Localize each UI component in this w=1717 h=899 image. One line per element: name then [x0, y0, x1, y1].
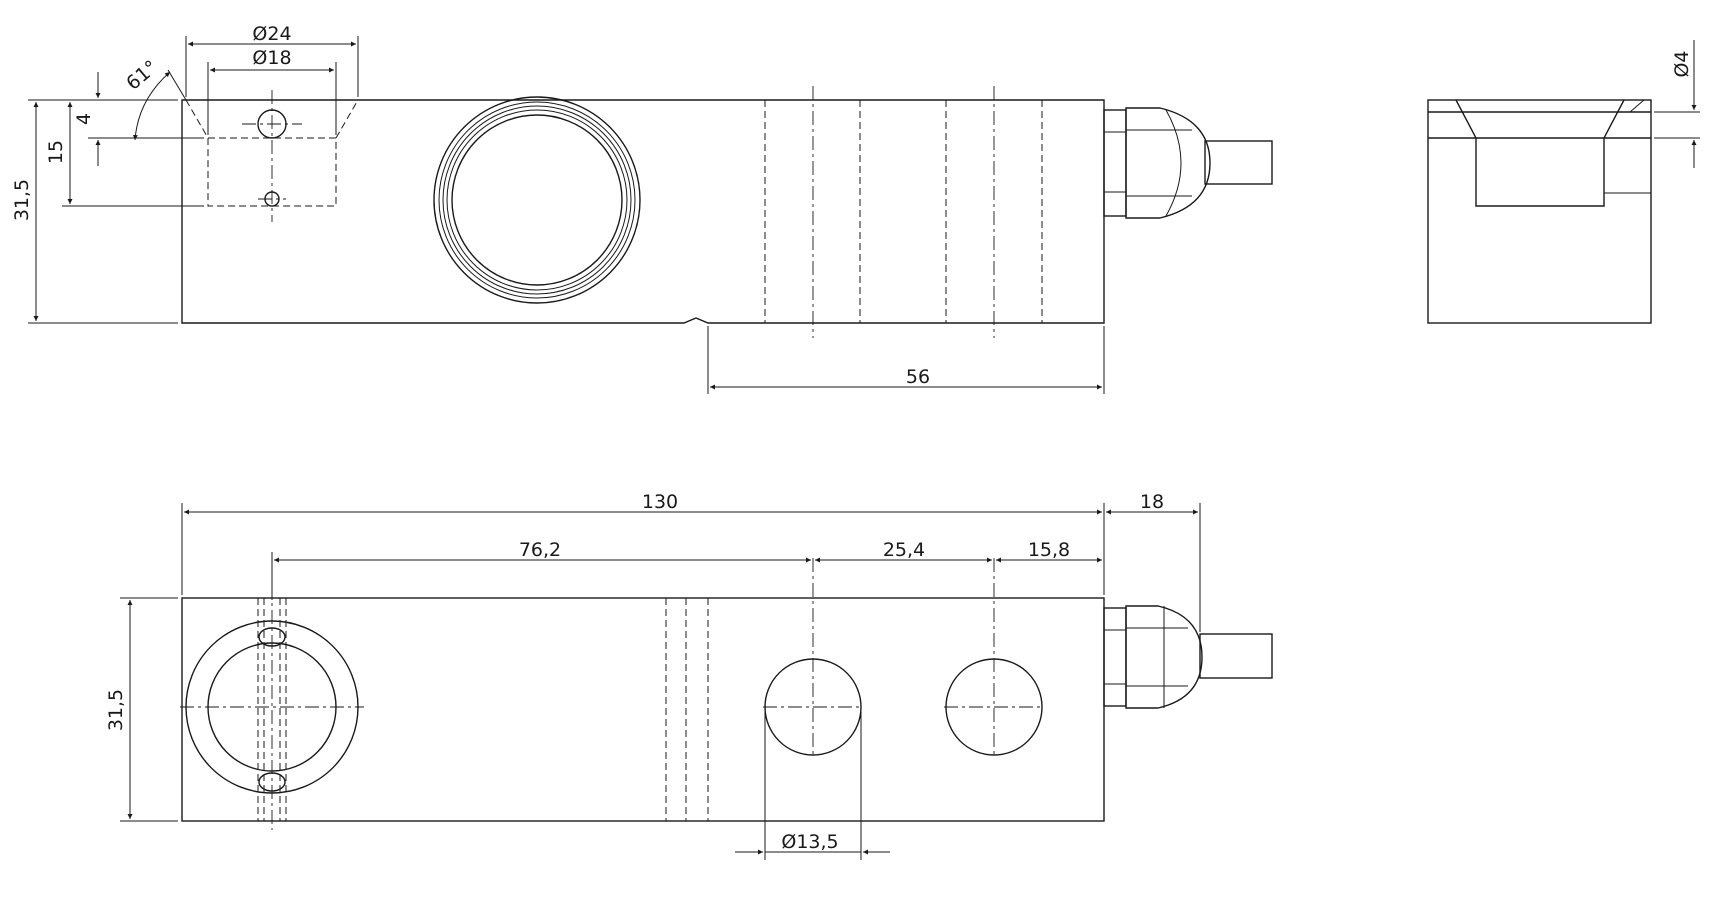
- top-mount-hole-2: [944, 558, 1044, 756]
- front-cable-gland: [1103, 107, 1273, 219]
- dim-d31-5-front-label: 31,5: [11, 179, 33, 221]
- side-body-outline: [1427, 99, 1652, 324]
- top-mount-hole-1: [763, 558, 863, 756]
- gauge-pocket: [433, 96, 641, 304]
- dim-d56-label: 56: [906, 366, 930, 388]
- diameter-symbol: Ø: [781, 831, 796, 853]
- svg-text:Ø18: Ø18: [252, 47, 291, 69]
- top-left-hole: [180, 560, 364, 830]
- front-mount-holes-hidden: [764, 86, 1043, 338]
- diameter-symbol: Ø: [252, 23, 267, 45]
- dim-d25-4-label: 25,4: [883, 539, 925, 561]
- dim-d56: 56: [707, 326, 1105, 394]
- diameter-symbol: Ø: [252, 47, 267, 69]
- dim-d76-2: 76,2: [271, 539, 811, 600]
- dim-dia13-5-label: 13,5: [796, 831, 838, 853]
- dim-d4-label: 4: [73, 113, 95, 125]
- dim-d31-5-top-label: 31,5: [105, 689, 127, 731]
- dim-d18-label: 18: [1140, 491, 1164, 513]
- dim-dia18-label: 18: [267, 47, 291, 69]
- dim-d15-label: 15: [45, 140, 67, 164]
- dim-d31-5-top: 31,5: [105, 597, 178, 822]
- svg-text:Ø4: Ø4: [1671, 50, 1693, 77]
- front-view: Ø24 Ø18 61° 4 15: [11, 23, 1273, 394]
- dim-d25-4: 25,4: [815, 539, 992, 563]
- top-cable-gland: [1103, 605, 1273, 709]
- dim-dia24-label: 24: [267, 23, 291, 45]
- dim-dia4: Ø4: [1654, 40, 1700, 168]
- dim-d15-8: 15,8: [996, 539, 1102, 563]
- top-body-outline: [181, 597, 1105, 822]
- svg-text:Ø24: Ø24: [252, 23, 291, 45]
- dim-d31-5-front: 31,5: [11, 99, 178, 324]
- front-body-outline: [181, 99, 1105, 324]
- svg-text:Ø13,5: Ø13,5: [781, 831, 838, 853]
- dim-d130-label: 130: [642, 491, 678, 513]
- top-groove-hidden: [665, 598, 709, 821]
- dim-angle61: 61°: [122, 56, 187, 141]
- dim-d76-2-label: 76,2: [519, 539, 561, 561]
- dim-d130: 130: [181, 491, 1105, 595]
- diameter-symbol: Ø: [1671, 63, 1693, 78]
- dim-dia24: Ø24: [185, 23, 359, 97]
- dim-dia4-label: 4: [1671, 50, 1693, 62]
- dim-angle61-label: 61°: [122, 56, 162, 95]
- dim-dia18: Ø18: [207, 47, 337, 135]
- front-bore-hidden: [185, 99, 359, 207]
- top-view: 130 18 76,2 25,4 15,8 31,5: [105, 491, 1273, 860]
- dim-d18: 18: [1106, 491, 1201, 632]
- dim-d15-8-label: 15,8: [1028, 539, 1070, 561]
- dim-d15: 15: [45, 102, 204, 207]
- dim-dia13-5: Ø13,5: [735, 707, 890, 860]
- side-view: Ø4: [1427, 40, 1700, 324]
